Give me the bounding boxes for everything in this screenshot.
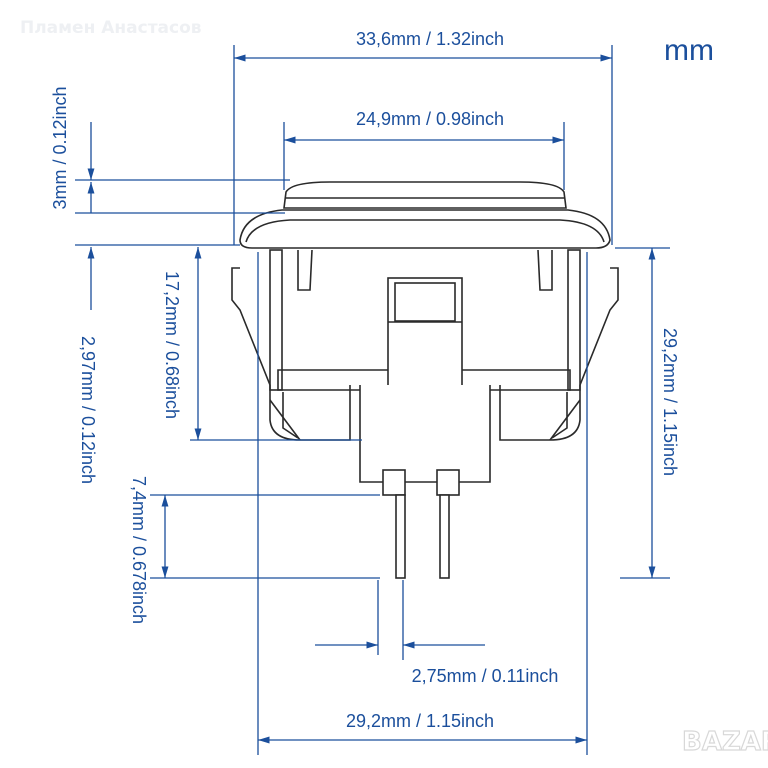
- pin-spacing-label: 2,75mm / 0.11inch: [412, 666, 559, 686]
- cap-height-label: 3mm / 0.12inch: [50, 86, 70, 209]
- switch-body: [359, 385, 491, 483]
- pin-left: [395, 494, 406, 579]
- bezel-height-label: 2,97mm / 0.12inch: [78, 336, 98, 484]
- watermark-text: Пламен Анастасов: [20, 18, 202, 38]
- cap-width-label: 24,9mm / 0.98inch: [356, 109, 504, 129]
- unit-label: mm: [664, 34, 714, 67]
- body-depth-label: 17,2mm / 0.68inch: [162, 271, 182, 419]
- bazar-logo: BAZAR: [682, 727, 768, 757]
- body-width-label: 29,2mm / 1.15inch: [346, 711, 494, 731]
- bezel: [239, 209, 611, 249]
- button-cap: [283, 181, 567, 209]
- button-part-drawing: [231, 181, 619, 579]
- overall-width-label: 33,6mm / 1.32inch: [356, 29, 504, 49]
- plunger: [387, 277, 463, 389]
- total-depth-label: 29,2mm / 1.15inch: [660, 328, 680, 476]
- pin-right: [439, 494, 450, 579]
- dimension-lines: [75, 45, 670, 755]
- pin-length-label: 7,4mm / 0.678inch: [129, 476, 149, 624]
